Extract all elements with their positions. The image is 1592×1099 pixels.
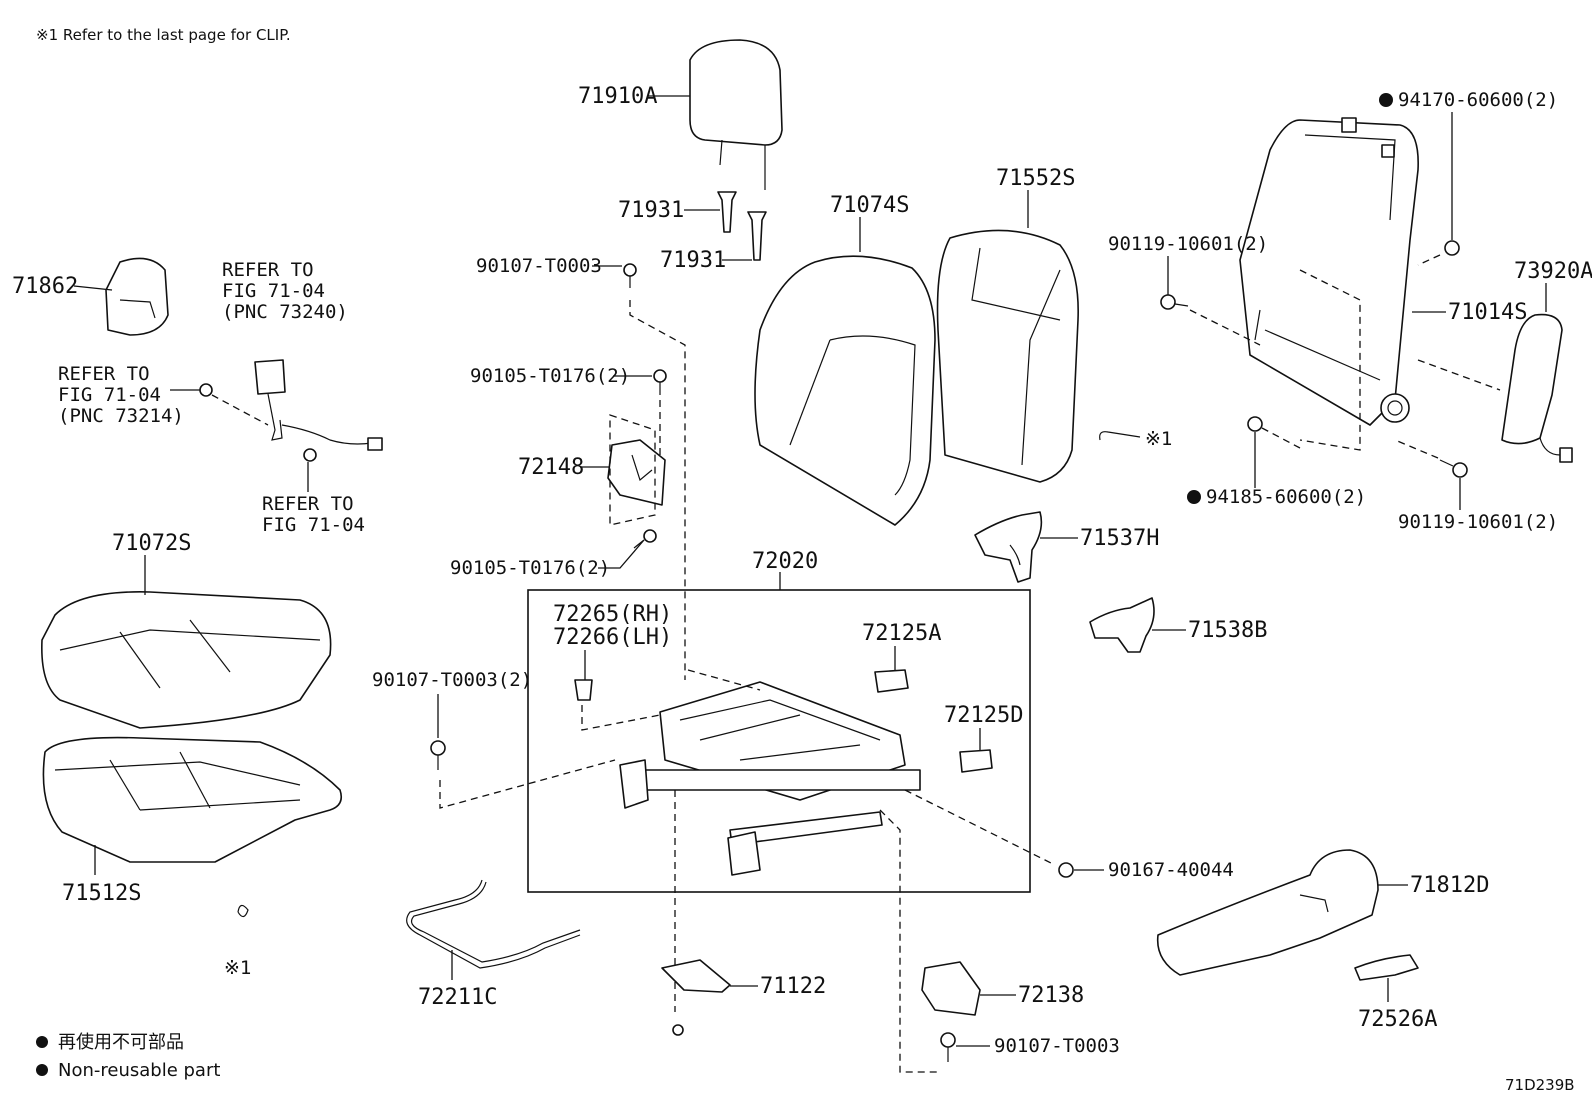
- seatback-frame-drawing: [1239, 117, 1419, 426]
- svg-text:REFER TO: REFER TO: [262, 493, 354, 515]
- label-94170-60600: 94170-60600(2): [1398, 89, 1558, 111]
- airbag-73920A-drawing: [1501, 313, 1573, 463]
- label-90167-40044: 90167-40044: [1108, 859, 1234, 881]
- label-71074S: 71074S: [830, 193, 909, 218]
- clip-ref-b: ※1: [224, 957, 251, 979]
- cover-71537H-drawing: [974, 511, 1043, 583]
- label-71122: 71122: [760, 974, 826, 999]
- seatback-pad-drawing: [936, 229, 1079, 483]
- label-90107-T0003-top: 90107-T0003: [476, 255, 602, 277]
- cushion-cover-drawing: [41, 591, 332, 729]
- legend-jp: 再使用不可部品: [58, 1032, 184, 1053]
- label-72265: 72265(RH): [553, 602, 672, 627]
- label-72526A: 72526A: [1358, 1007, 1437, 1032]
- label-71931-a: 71931: [618, 198, 684, 223]
- label-72148: 72148: [518, 455, 584, 480]
- label-71072S: 71072S: [112, 531, 191, 556]
- label-72138: 72138: [1018, 983, 1084, 1008]
- bolt-90107-top: [623, 263, 637, 288]
- label-71537H: 71537H: [1080, 526, 1159, 551]
- bolt-90119-b: [1439, 459, 1468, 478]
- label-90119-10601-a: 90119-10601(2): [1108, 233, 1268, 255]
- nut-94185-drawing: [1247, 416, 1263, 432]
- seatback-cover-drawing: [754, 255, 936, 526]
- nut-94170-drawing: [1444, 240, 1460, 256]
- label-71812D: 71812D: [1410, 873, 1489, 898]
- headrest-support-1: [717, 191, 737, 233]
- label-72125A: 72125A: [862, 621, 941, 646]
- headrest-support-2: [747, 211, 767, 261]
- bracket-72138-drawing: [921, 961, 981, 1016]
- wire-harness-72211C-drawing: [406, 879, 581, 969]
- cover-72526A-drawing: [1354, 954, 1419, 981]
- label-71552S: 71552S: [996, 166, 1075, 191]
- label-71512S: 71512S: [62, 881, 141, 906]
- label-72125D: 72125D: [944, 703, 1023, 728]
- label-71014S: 71014S: [1448, 300, 1527, 325]
- connector-72125D-drawing: [959, 749, 993, 773]
- label-94185-60600: 94185-60600(2): [1206, 486, 1366, 508]
- refer-block-2: REFER TO FIG 71-04 (PNC 73214): [58, 363, 184, 427]
- clip-ref-a: ※1: [1145, 428, 1172, 450]
- bolt-90119-a: [1160, 294, 1189, 310]
- label-90107-T0003-2: 90107-T0003(2): [372, 669, 532, 691]
- bolt-90105-a: [653, 369, 667, 395]
- label-73920A: 73920A: [1514, 259, 1592, 284]
- legend: 再使用不可部品 Non-reusable part: [36, 1032, 220, 1081]
- figure-code: 71D239B: [1505, 1076, 1575, 1094]
- bolt-90167-drawing: [1058, 862, 1074, 878]
- headrest-drawing: [689, 39, 783, 190]
- seat-track-box: [527, 589, 1031, 893]
- bolt-90107-left: [430, 740, 446, 770]
- cover-71538B-drawing: [1089, 597, 1155, 653]
- nonreusable-dot-94170: [1379, 93, 1393, 107]
- nut-refer-2: [199, 383, 213, 397]
- label-71910A: 71910A: [578, 84, 657, 109]
- bracket-71122-drawing: [661, 959, 731, 1036]
- label-72020: 72020: [752, 549, 818, 574]
- shield-71812D-drawing: [1156, 849, 1379, 976]
- nonreusable-dot-94185: [1187, 490, 1201, 504]
- nut-refer-3: [303, 448, 317, 462]
- bolt-90107-bottom: [940, 1032, 956, 1062]
- svg-text:FIG 71-04: FIG 71-04: [222, 280, 325, 302]
- svg-text:FIG 71-04: FIG 71-04: [58, 384, 161, 406]
- seatbelt-buckle-drawing: [254, 359, 383, 451]
- refer-block-1: REFER TO FIG 71-04 (PNC 73240): [222, 259, 348, 323]
- bolt-90105-b: [633, 529, 657, 549]
- label-90107-T0003-bottom: 90107-T0003: [994, 1035, 1120, 1057]
- label-90119-10601-b: 90119-10601(2): [1398, 511, 1558, 533]
- cushion-pad-drawing: [42, 736, 343, 863]
- label-71931-b: 71931: [660, 248, 726, 273]
- label-72266: 72266(LH): [553, 625, 672, 650]
- svg-text:(PNC 73240): (PNC 73240): [222, 301, 348, 323]
- label-71538B: 71538B: [1188, 618, 1267, 643]
- clip-72265-drawing: [574, 679, 593, 701]
- label-90105-T0176-a: 90105-T0176(2): [470, 365, 630, 387]
- label-71862: 71862: [12, 274, 78, 299]
- bracket-72148-drawing: [607, 439, 666, 506]
- label-72211C: 72211C: [418, 985, 497, 1010]
- seat-track-frame-drawing: [619, 681, 921, 876]
- svg-text:REFER TO: REFER TO: [58, 363, 150, 385]
- legend-en: Non-reusable part: [58, 1060, 220, 1081]
- clip-note: ※1 Refer to the last page for CLIP.: [36, 26, 291, 44]
- svg-text:REFER TO: REFER TO: [222, 259, 314, 281]
- svg-text:FIG 71-04: FIG 71-04: [262, 514, 365, 536]
- side-cover-71862-drawing: [105, 257, 169, 336]
- label-90105-T0176-b: 90105-T0176(2): [450, 557, 610, 579]
- svg-text:(PNC 73214): (PNC 73214): [58, 405, 184, 427]
- connector-72125A-drawing: [874, 669, 909, 693]
- refer-block-3: REFER TO FIG 71-04: [262, 493, 365, 536]
